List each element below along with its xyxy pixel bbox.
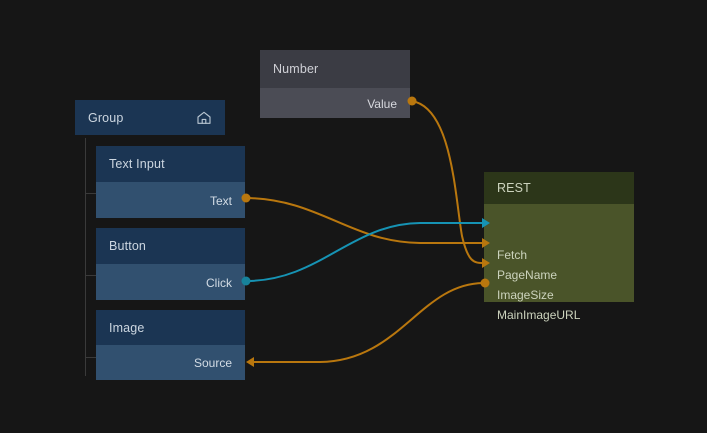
port-source-connector[interactable] [246,357,254,367]
node-image-title: Image [109,320,145,335]
node-button-header[interactable]: Button [96,228,245,264]
port-imagesize-connector[interactable] [482,258,490,268]
node-rest-title: REST [497,181,531,195]
node-text-input-body: Text [96,182,245,218]
group-tree-tick-text-input [85,193,96,194]
node-rest-header[interactable]: REST [484,172,634,204]
port-text-label: Text [209,193,232,208]
port-fetch-connector[interactable] [482,218,490,228]
node-number-body: Value [260,88,410,118]
port-value-connector[interactable] [407,96,417,106]
port-text-connector[interactable] [241,193,251,203]
node-group-header[interactable]: Group [75,100,225,135]
node-group[interactable]: Group [75,100,225,135]
wire-text-to-pagename [245,197,483,244]
node-rest-body: Fetch PageName ImageSize MainImageURL [484,204,634,322]
group-tree-tick-image [85,357,96,358]
node-button-body: Click [96,264,245,300]
node-image-header[interactable]: Image [96,310,245,345]
node-button[interactable]: Button Click [96,228,245,300]
group-tree-spine [85,138,86,376]
port-value-label: Value [367,96,397,111]
node-button-title: Button [109,239,147,253]
port-pagename-connector[interactable] [482,238,490,248]
node-image-body: Source [96,345,245,380]
node-number-header[interactable]: Number [260,50,410,88]
node-text-input-header[interactable]: Text Input [96,146,245,182]
port-mainimageurl-label: MainImageURL [497,308,581,322]
node-image[interactable]: Image Source [96,310,245,380]
node-text-input-title: Text Input [109,157,165,171]
port-mainimageurl-connector[interactable] [480,278,490,288]
port-imagesize-label: ImageSize [497,288,554,302]
wire-mainimageurl-to-source [250,282,484,364]
port-click-connector[interactable] [241,276,251,286]
port-pagename-label: PageName [497,268,558,282]
wire-value-to-imagesize [411,100,484,264]
node-text-input[interactable]: Text Input Text [96,146,245,218]
node-rest[interactable]: REST Fetch PageName ImageSize MainImageU… [484,172,634,322]
wire-click-to-fetch [245,222,483,282]
port-click-label: Click [206,275,232,290]
group-tree-tick-button [85,275,96,276]
port-fetch-label: Fetch [497,248,528,262]
node-number[interactable]: Number Value [260,50,410,118]
home-icon[interactable] [196,110,212,126]
node-group-title: Group [88,110,124,125]
node-number-title: Number [273,62,319,76]
port-source-label: Source [193,356,232,371]
